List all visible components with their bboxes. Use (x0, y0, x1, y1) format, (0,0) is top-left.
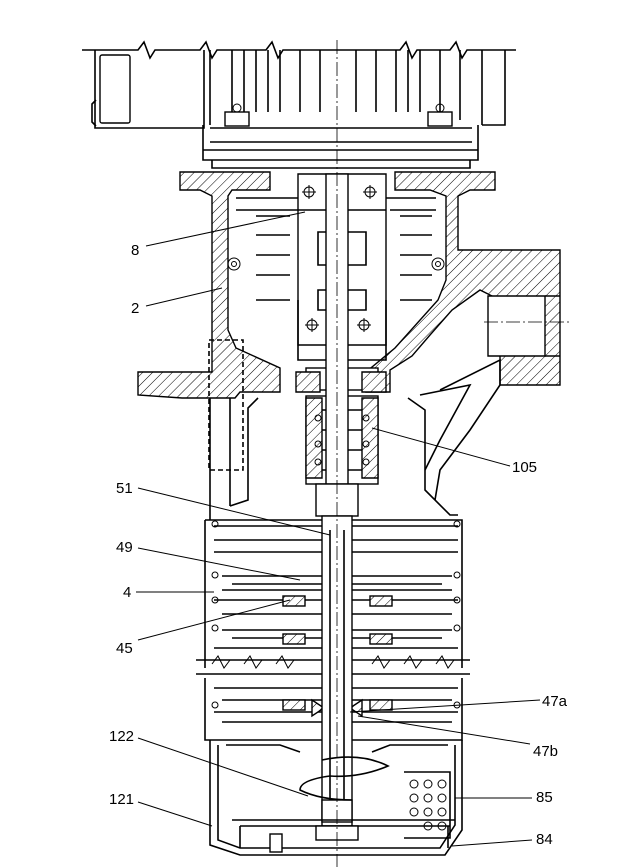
callout-84: 84 (536, 831, 553, 848)
callout-121: 121 (109, 791, 135, 808)
leader-49 (137, 547, 301, 581)
center-lines (336, 40, 572, 867)
callout-122: 122 (109, 728, 135, 745)
callout-105: 105 (512, 459, 538, 476)
leader-105 (371, 427, 511, 467)
callout-47b: 47b (533, 743, 559, 760)
callout-51: 51 (116, 480, 133, 497)
leader-47a (349, 699, 541, 713)
callout-49: 49 (116, 539, 133, 556)
leader-8 (145, 211, 306, 247)
callout-47a: 47a (542, 693, 568, 710)
callout-8: 8 (131, 242, 140, 259)
pump-head-housing (137, 171, 561, 501)
callout-45: 45 (116, 640, 133, 657)
pump-shaft (226, 173, 448, 827)
motor-section (82, 40, 516, 169)
leader-51 (137, 487, 331, 536)
leader-122 (137, 737, 309, 797)
callout-2: 2 (131, 300, 140, 317)
stage-stack (211, 520, 461, 723)
leader-84 (451, 839, 533, 847)
callout-85: 85 (536, 789, 553, 806)
leader-121 (137, 801, 213, 827)
leader-2 (145, 287, 223, 307)
callout-4: 4 (123, 584, 132, 601)
leader-45 (137, 599, 291, 641)
leader-lines (136, 211, 541, 847)
leader-47b (357, 715, 531, 745)
strainer-85 (404, 771, 451, 839)
